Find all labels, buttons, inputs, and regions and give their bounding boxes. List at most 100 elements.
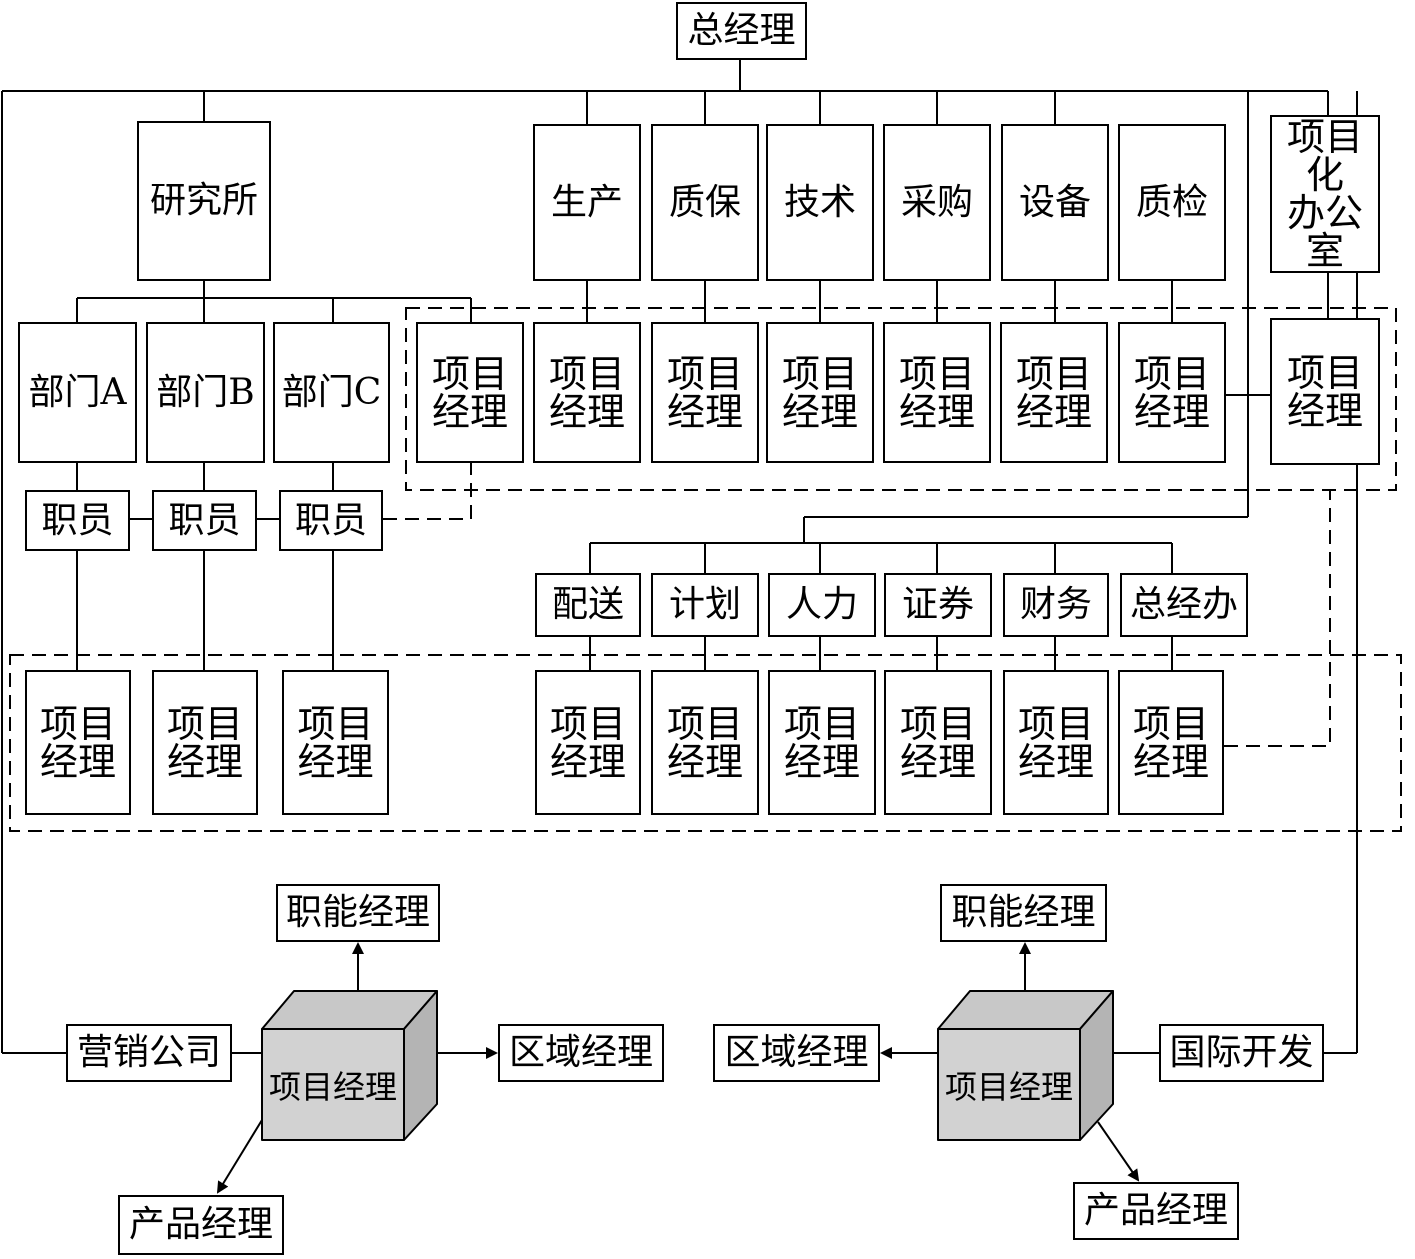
project-manager-line1: 项目 (297, 701, 374, 746)
function-box-equipment: 设备 (1001, 124, 1109, 281)
department-c-box: 部门C (273, 322, 390, 463)
function-box-securities: 证券 (884, 573, 992, 637)
function-box-quality-assurance: 质保 (651, 124, 759, 281)
project-office-box: 项目化办公室 (1270, 115, 1380, 273)
marketing-company-label: 营销公司 (76, 1032, 221, 1073)
function-label: 质检 (1135, 181, 1208, 223)
functional-manager-label: 职能经理 (951, 892, 1096, 933)
regional-manager-label: 区域经理 (724, 1032, 869, 1073)
function-box-delivery: 配送 (535, 573, 641, 637)
department-b-label: 部门B (156, 371, 255, 413)
project-manager-line1: 项目 (781, 351, 858, 396)
project-manager-box: 项目经理 (416, 322, 524, 463)
function-label: 计划 (668, 584, 741, 625)
project-office-line2: 办公室 (1286, 191, 1363, 273)
project-manager-box: 项目经理 (1270, 318, 1380, 465)
function-box-finance: 财务 (1003, 573, 1109, 637)
project-manager-line2: 经理 (781, 389, 858, 434)
project-manager-line2: 经理 (1132, 739, 1209, 784)
project-manager-box: 项目经理 (1118, 322, 1226, 463)
project-manager-line2: 经理 (431, 389, 508, 434)
project-manager-line2: 经理 (548, 389, 625, 434)
project-manager-line2: 经理 (1015, 389, 1092, 434)
project-manager-line1: 项目 (548, 351, 625, 396)
project-manager-line1: 项目 (666, 351, 743, 396)
project-manager-cube-right: 项目经理 (938, 1029, 1080, 1140)
project-manager-line1: 项目 (39, 701, 116, 746)
functional-manager-box-right: 职能经理 (940, 884, 1107, 942)
project-manager-line1: 项目 (1286, 350, 1363, 395)
project-manager-line1: 项目 (898, 351, 975, 396)
international-development-box: 国际开发 (1159, 1024, 1324, 1082)
project-manager-line2: 经理 (666, 739, 743, 784)
functional-manager-label: 职能经理 (285, 892, 430, 933)
project-manager-line2: 经理 (39, 739, 116, 784)
project-manager-line2: 经理 (666, 389, 743, 434)
function-box-technology: 技术 (766, 124, 874, 281)
general-manager-box: 总经理 (676, 2, 807, 60)
department-a-box: 部门A (18, 322, 137, 463)
marketing-company-box: 营销公司 (66, 1024, 232, 1082)
staff-box-b: 职员 (152, 490, 257, 551)
project-manager-line1: 项目 (1133, 351, 1210, 396)
product-manager-box-right: 产品经理 (1073, 1182, 1239, 1240)
general-manager-label: 总经理 (687, 10, 796, 51)
regional-manager-label: 区域经理 (508, 1032, 653, 1073)
project-manager-cube-label: 项目经理 (944, 1067, 1073, 1106)
project-manager-line2: 经理 (297, 739, 374, 784)
product-manager-label: 产品经理 (128, 1204, 273, 1245)
project-manager-box: 项目经理 (651, 670, 759, 815)
project-manager-box: 项目经理 (651, 322, 759, 463)
project-manager-box: 项目经理 (1118, 670, 1224, 815)
function-box-inspection: 质检 (1118, 124, 1226, 281)
staff-label: 职员 (168, 499, 241, 541)
project-manager-line1: 项目 (899, 701, 976, 746)
project-manager-line1: 项目 (166, 701, 243, 746)
project-manager-line1: 项目 (1015, 351, 1092, 396)
function-label: 财务 (1019, 584, 1092, 625)
function-label: 质保 (668, 181, 741, 223)
project-manager-line2: 经理 (549, 739, 626, 784)
project-manager-line2: 经理 (166, 739, 243, 784)
project-manager-box: 项目经理 (884, 670, 992, 815)
project-manager-cube-label: 项目经理 (268, 1067, 397, 1106)
department-c-label: 部门C (281, 371, 382, 413)
project-manager-box: 项目经理 (1000, 322, 1108, 463)
function-label: 配送 (551, 584, 624, 625)
function-label: 总经办 (1129, 584, 1238, 625)
regional-manager-box-left: 区域经理 (498, 1024, 664, 1082)
project-manager-line2: 经理 (898, 389, 975, 434)
function-box-planning: 计划 (651, 573, 759, 637)
function-label: 人力 (785, 584, 858, 625)
project-manager-box: 项目经理 (1003, 670, 1109, 815)
staff-box-a: 职员 (25, 490, 130, 551)
project-manager-line1: 项目 (549, 701, 626, 746)
project-manager-box: 项目经理 (533, 322, 641, 463)
functional-manager-box-left: 职能经理 (276, 884, 440, 942)
project-manager-line1: 项目 (666, 701, 743, 746)
function-label: 生产 (550, 181, 623, 223)
international-development-label: 国际开发 (1169, 1032, 1314, 1073)
function-label: 设备 (1018, 181, 1091, 223)
project-manager-line2: 经理 (899, 739, 976, 784)
department-a-label: 部门A (28, 371, 127, 413)
project-manager-box: 项目经理 (282, 670, 389, 815)
project-manager-line2: 经理 (1017, 739, 1094, 784)
function-box-hr: 人力 (768, 573, 876, 637)
function-label: 技术 (783, 181, 856, 223)
research-institute-box: 研究所 (137, 121, 271, 281)
project-manager-line1: 项目 (431, 351, 508, 396)
product-manager-label: 产品经理 (1083, 1190, 1228, 1231)
function-box-gm-office: 总经办 (1120, 573, 1248, 637)
project-manager-box: 项目经理 (25, 670, 131, 815)
project-manager-box: 项目经理 (883, 322, 991, 463)
project-manager-line1: 项目 (1017, 701, 1094, 746)
regional-manager-box-right: 区域经理 (713, 1024, 880, 1082)
research-institute-label: 研究所 (149, 180, 258, 221)
project-manager-line2: 经理 (1286, 388, 1363, 433)
function-label: 采购 (900, 181, 973, 223)
staff-box-c: 职员 (279, 490, 383, 551)
project-manager-line2: 经理 (783, 739, 860, 784)
